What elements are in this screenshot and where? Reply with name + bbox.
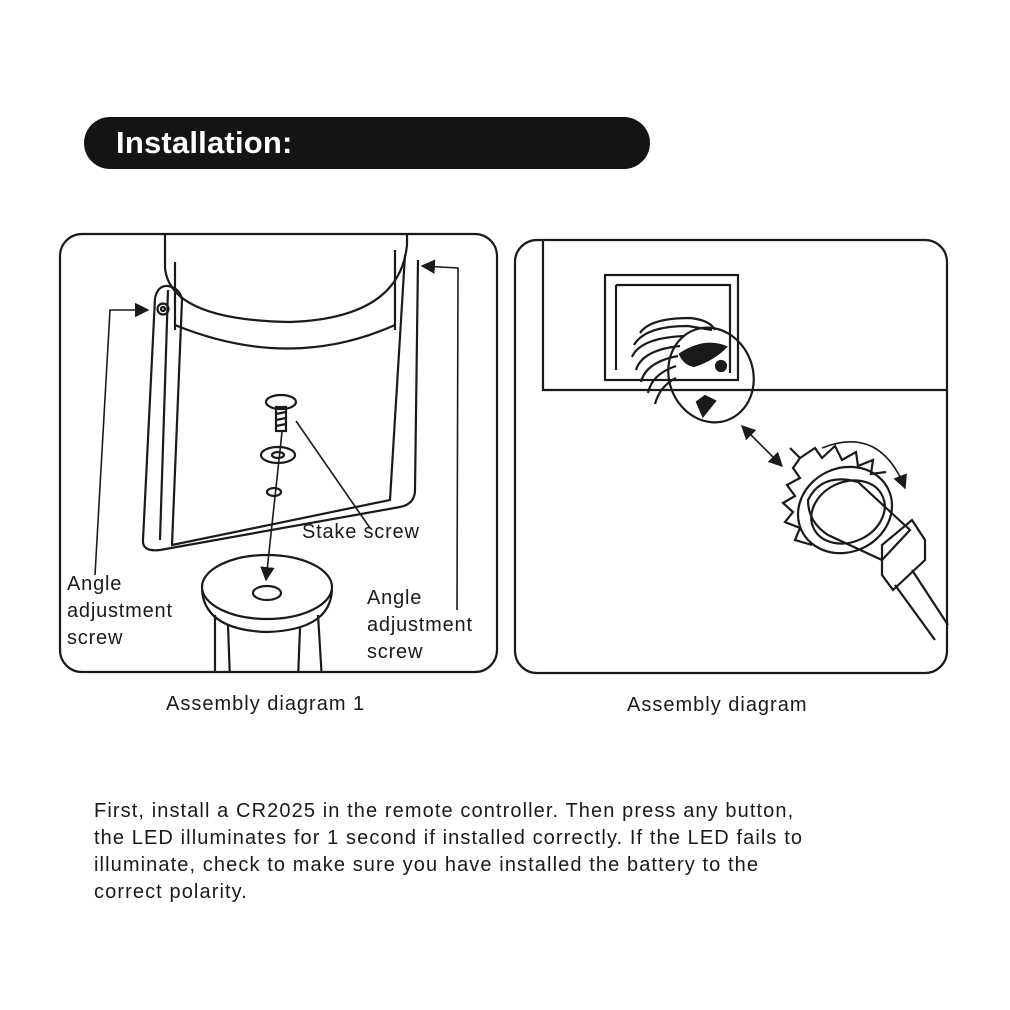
instruction-line: First, install a CR2025 in the remote co…	[94, 800, 795, 822]
assembly-panel-2	[513, 238, 949, 675]
instruction-line: illuminate, check to make sure you have …	[94, 854, 760, 876]
diagram-1-caption: Assembly diagram 1	[166, 693, 366, 715]
assembly-arrow	[260, 431, 283, 582]
stake-mount	[200, 553, 334, 672]
connect-arrow	[740, 424, 784, 468]
instruction-line: correct polarity.	[94, 881, 248, 903]
cable	[894, 569, 949, 641]
angle-screw-hole-icon	[156, 302, 170, 316]
angle-adjustment-screw-left-label: Angle adjustment screw	[67, 573, 173, 649]
instruction-line: the LED illuminates for 1 second if inst…	[94, 827, 804, 849]
instructions-text: First, install a CR2025 in the remote co…	[94, 798, 934, 906]
plug-connector	[630, 316, 755, 424]
diagram-2-caption: Assembly diagram	[627, 694, 808, 716]
section-title: Installation:	[116, 125, 293, 160]
angle-adjustment-screw-right-label: Angle adjustment screw	[367, 587, 473, 663]
assembly-panel-1	[58, 232, 499, 674]
u-bracket	[141, 254, 420, 552]
lamp-body	[163, 234, 409, 350]
cable-nut	[781, 444, 927, 592]
stake-screw-icon	[264, 393, 298, 433]
stake-screw-label: Stake screw	[302, 521, 420, 543]
section-header-bar	[84, 117, 650, 169]
rotate-arrow-icon	[821, 441, 907, 490]
